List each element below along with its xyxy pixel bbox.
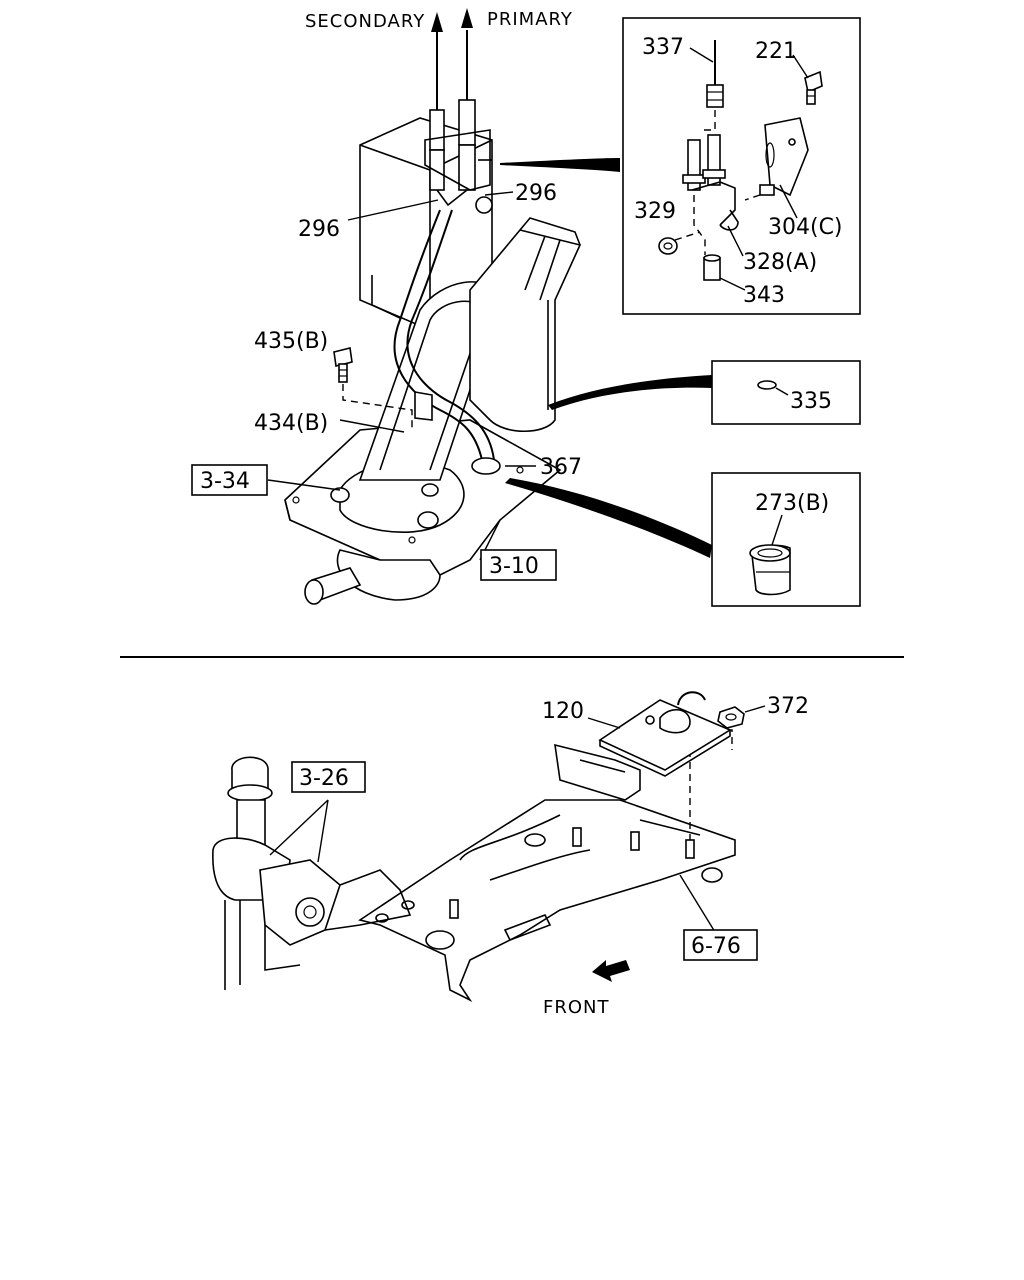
ref-3-10-label: 3-10 [489,554,539,579]
callout-296-upper: 296 [515,181,557,206]
inset-ignition-bracket: 337 221 329 304(C) 328(A) 343 [622,17,861,315]
o-ring-icon [757,380,777,390]
callout-273b: 273(B) [755,491,829,516]
leader-to-inset-3 [505,478,712,558]
ref-3-26-label: 3-26 [299,766,349,791]
leader-to-inset-2 [548,375,712,410]
front-arrow-icon [592,960,630,982]
inset-o-ring: 335 [711,360,861,425]
heater-body [284,217,582,605]
callout-304c: 304(C) [768,215,843,240]
ref-box-3-10: 3-10 [480,549,557,581]
callout-120: 120 [542,699,584,724]
ref-6-76-label: 6-76 [691,934,741,959]
callout-221: 221 [755,39,797,64]
callout-434b: 434(B) [254,411,328,436]
inset-grommet: 273(B) [711,472,861,607]
ref-box-6-76: 6-76 [683,929,758,961]
mounting-plate [358,729,736,1003]
secondary-label: SECONDARY [305,11,425,32]
leader-to-inset-1 [500,158,620,172]
callout-296-lower: 296 [298,217,340,242]
grommet-icon [749,544,791,596]
ignition-cables [424,50,493,214]
callout-343: 343 [743,283,785,308]
ref-box-3-26: 3-26 [291,761,366,793]
upper-assembly: SECONDARY PRIMARY [191,8,861,607]
callout-329: 329 [634,199,676,224]
callout-335: 335 [790,389,832,414]
bolt-435b-icon [333,347,413,430]
callout-372: 372 [767,694,809,719]
part-120-plate: 120 [542,691,732,777]
callout-328a: 328(A) [743,250,817,275]
callout-337: 337 [642,35,684,60]
pump-assembly [212,756,412,990]
ref-3-34-label: 3-34 [200,469,250,494]
front-label: FRONT [543,997,610,1018]
fuel-line [393,209,501,475]
callout-435b: 435(B) [254,329,328,354]
ref-box-3-34: 3-34 [191,464,268,496]
lower-assembly: 120 372 [212,691,809,1018]
primary-label: PRIMARY [487,9,573,30]
nut-372-icon: 372 [717,694,809,729]
callout-367: 367 [540,455,582,480]
